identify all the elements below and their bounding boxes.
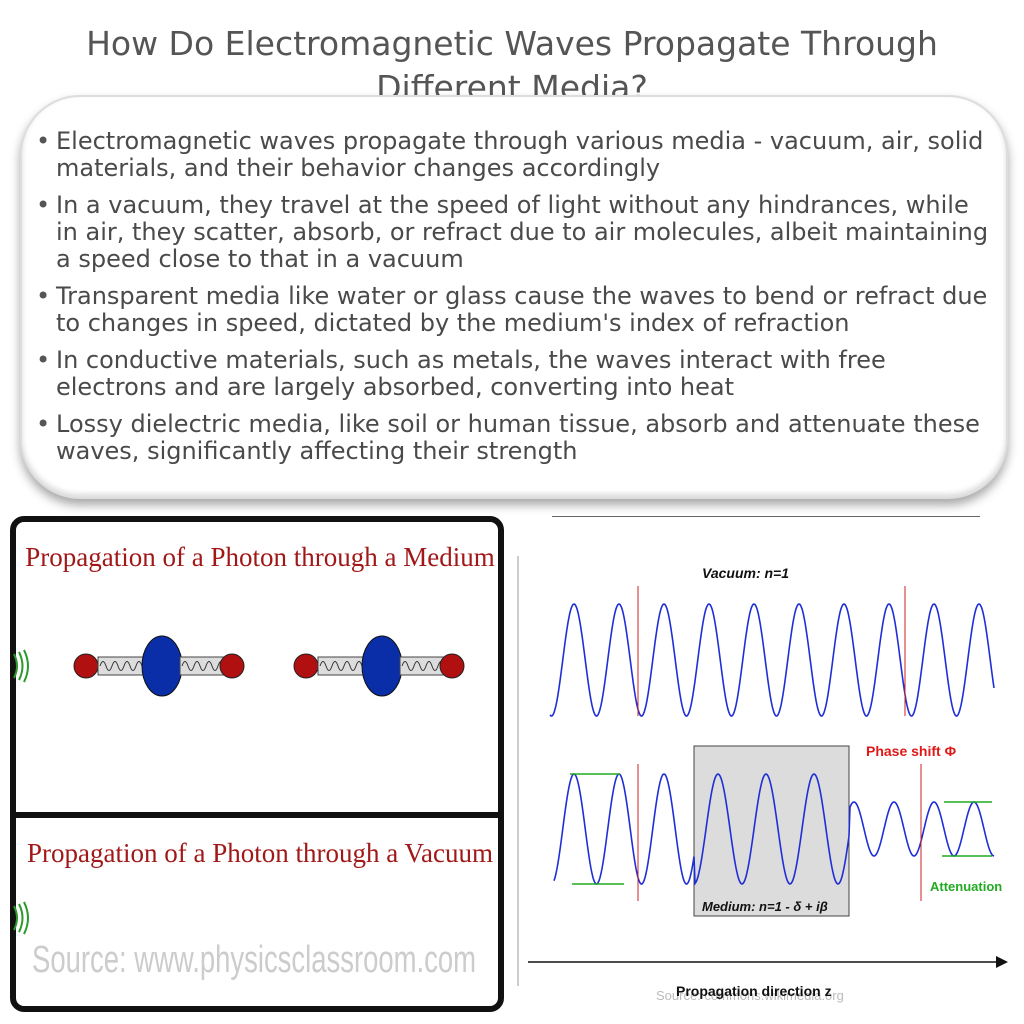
medium-label: Medium: n=1 - δ + iβ [702, 899, 828, 914]
wave-arc-icon [13, 901, 29, 935]
bullet-item: In a vacuum, they travel at the speed of… [30, 192, 990, 273]
vacuum-title: Propagation of a Photon through a Vacuum [27, 838, 493, 868]
arrow-head-icon [996, 956, 1008, 968]
wave-arc-icon [13, 649, 29, 683]
molecule-icon [293, 635, 465, 697]
phase-shift-svg: Vacuum: n=1 Phase shift Φ Medium: n=1 - … [517, 516, 1008, 1003]
photon-propagation-figure [10, 516, 504, 1012]
attenuation-label: Attenuation [930, 879, 1002, 894]
photon-figure-svg: Propagation of a Photon through a Medium… [13, 542, 495, 981]
vacuum-label: Vacuum: n=1 [702, 565, 789, 581]
bullet-item: Lossy dielectric media, like soil or hum… [30, 411, 990, 465]
bullet-item: Electromagnetic waves propagate through … [30, 128, 990, 182]
figure-divider [10, 812, 504, 818]
bullet-item: Transparent media like water or glass ca… [30, 283, 990, 337]
source-watermark: Source: www.physicsclassroom.com [32, 939, 476, 981]
bullet-list: Electromagnetic waves propagate through … [30, 128, 990, 475]
medium-title: Propagation of a Photon through a Medium [25, 542, 494, 572]
molecule-icon [73, 635, 245, 697]
source-watermark: Source: commons.wikimedia.org [656, 988, 844, 1003]
propagation-direction-label: Propagation direction z [676, 983, 832, 999]
vacuum-wave [549, 603, 995, 717]
page-title: How Do Electromagnetic Waves Propagate T… [86, 24, 938, 107]
bullet-item: In conductive materials, such as metals,… [30, 347, 990, 401]
phase-shift-label: Phase shift Φ [866, 743, 957, 759]
